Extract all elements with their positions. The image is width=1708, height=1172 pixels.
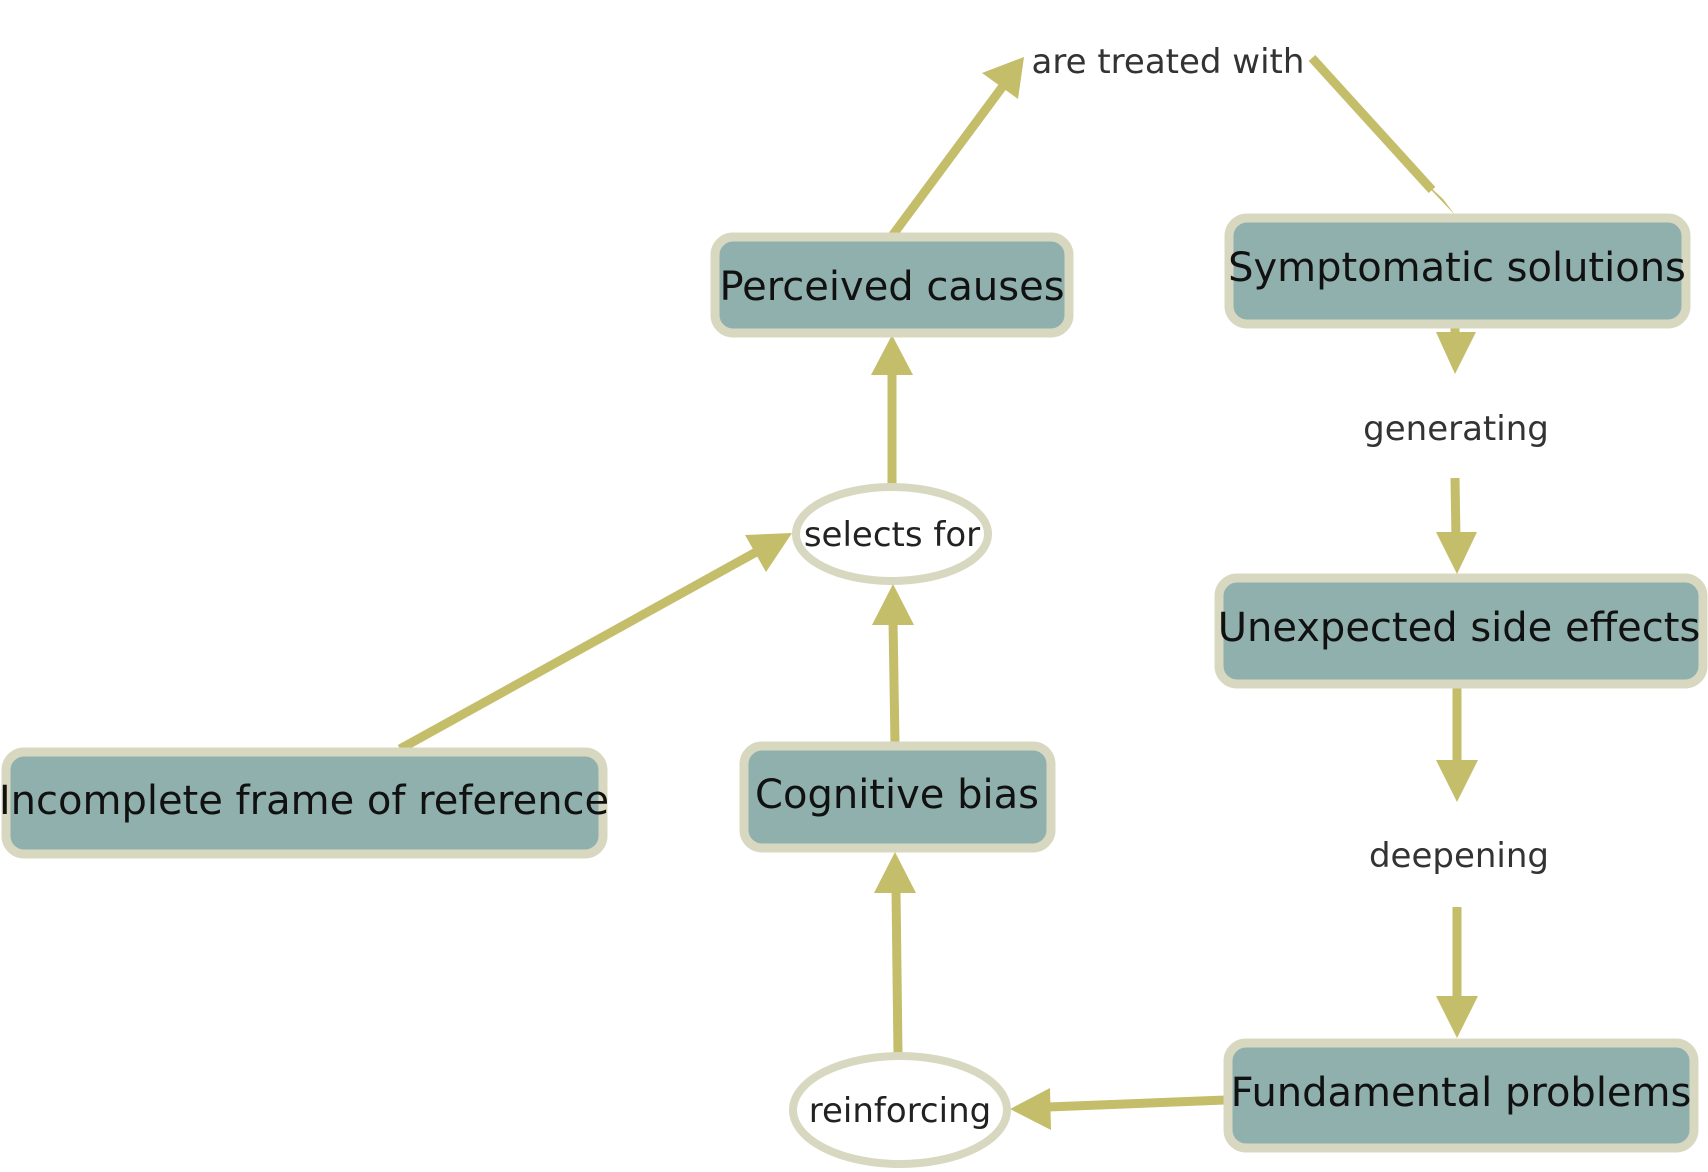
linking-phrase-reinforcing: reinforcing <box>809 1091 991 1131</box>
arrow-fundamental-to-reinforcing <box>1010 1088 1226 1130</box>
concept-node-incomplete-frame: Incomplete frame of reference <box>0 747 609 859</box>
linking-phrase-are-treated-with: are treated with <box>1032 42 1305 82</box>
concept-node-perceived-causes: Perceived causes <box>710 232 1074 338</box>
symptomatic-solutions-label: Symptomatic solutions <box>1228 245 1686 291</box>
concept-node-unexpected-side-effects: Unexpected side effects <box>1214 573 1708 689</box>
linking-phrase-selects-for: selects for <box>804 515 980 555</box>
perceived-causes-label: Perceived causes <box>719 264 1064 310</box>
arrow-reinforcing-to-cognitive <box>874 852 916 1055</box>
arrow-unexpected-to-deepening <box>1436 686 1478 802</box>
linking-oval-selects-for: selects for <box>792 483 992 585</box>
concept-node-cognitive-bias: Cognitive bias <box>739 741 1056 853</box>
linking-oval-reinforcing: reinforcing <box>789 1052 1011 1168</box>
unexpected-side-effects-label: Unexpected side effects <box>1218 605 1701 651</box>
linking-phrase-generating: generating <box>1363 409 1549 449</box>
arrow-incomplete-to-selects <box>397 533 792 753</box>
linking-phrase-deepening: deepening <box>1369 836 1549 876</box>
arrows <box>397 54 1478 1130</box>
arrow-treated-to-symptomatic <box>1308 54 1455 215</box>
concept-node-fundamental-problems: Fundamental problems <box>1223 1038 1699 1153</box>
arrow-generating-to-unexpected <box>1436 477 1477 574</box>
arrow-deepening-to-fundamental <box>1436 907 1478 1038</box>
arrow-perceived-to-treated <box>888 57 1024 239</box>
arrow-symptomatic-to-generating <box>1436 326 1476 374</box>
fundamental-problems-label: Fundamental problems <box>1231 1070 1692 1116</box>
cognitive-bias-label: Cognitive bias <box>755 772 1039 818</box>
incomplete-frame-label: Incomplete frame of reference <box>0 778 609 824</box>
arrow-selects-to-perceived <box>871 335 913 484</box>
arrow-cognitive-to-selects <box>872 584 914 745</box>
concept-node-symptomatic-solutions: Symptomatic solutions <box>1224 213 1691 329</box>
